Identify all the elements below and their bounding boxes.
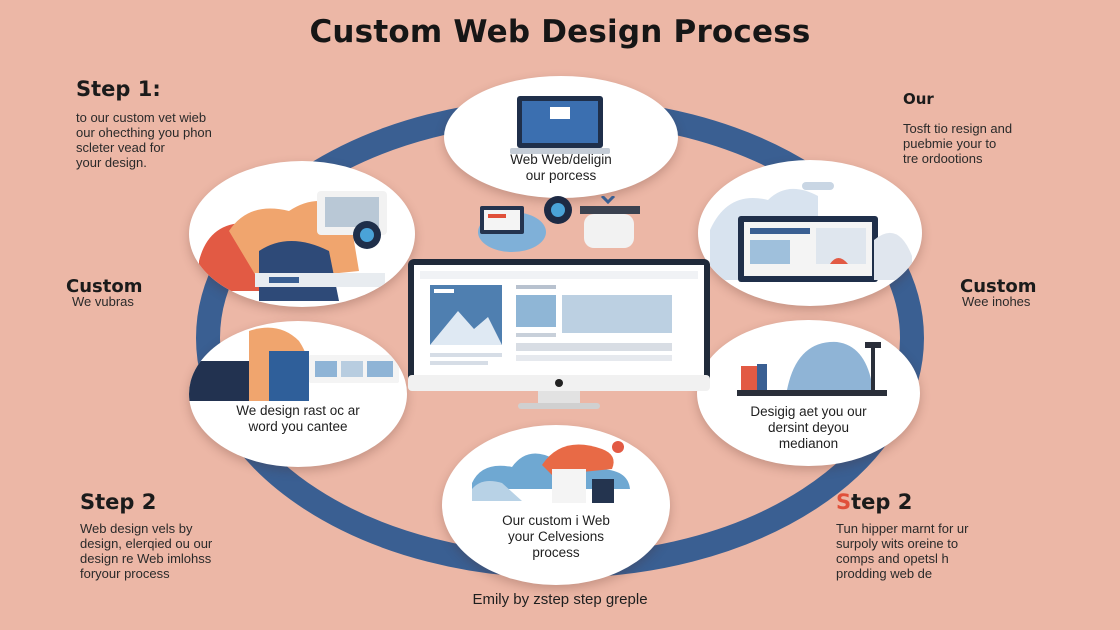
node-bottom-caption-line: your Celvesions: [507, 529, 605, 544]
node-bottom-caption-line: process: [532, 545, 580, 560]
node-top-caption-line: Web Web/deligin: [510, 152, 612, 167]
laptop-icon: [510, 96, 610, 154]
page-title: Custom Web Design Process: [309, 14, 811, 50]
node-upper-left: [189, 161, 415, 307]
footer-caption: Emily by zstep step greple: [472, 591, 648, 608]
step2-right-line: comps and opetsl h: [836, 551, 949, 566]
node-mid-left-caption-line: We design rast oc ar: [236, 403, 360, 418]
desk-illustration-icon: [737, 341, 887, 396]
node-bottom-caption: Our custom i Web your Celvesions process: [442, 513, 670, 561]
custom-left-heading: Custom: [66, 276, 143, 297]
node-bottom: Our custom i Web your Celvesions process: [442, 425, 670, 585]
designer-illustration-icon: [199, 191, 387, 301]
step2-right-line: Tun hipper marnt for ur: [836, 521, 969, 536]
step1-heading: Step 1:: [76, 77, 161, 101]
node-upper-right: [698, 160, 922, 306]
node-bottom-caption-line: Our custom i Web: [502, 513, 610, 528]
central-monitor: [408, 259, 710, 409]
our-description: Tosft tio resign and puebmie your to tre…: [903, 121, 1012, 166]
node-mid-right-caption-line: medianon: [778, 436, 839, 451]
step2-left-line: design re Web imlohss: [80, 551, 212, 566]
custom-left-sub: We vubras: [72, 294, 134, 309]
step2-left-line: design, elerqied ou our: [80, 536, 213, 551]
step2-left-line: Web design vels by: [80, 521, 193, 536]
step2-right-heading-accent: S: [836, 490, 852, 514]
node-mid-right-caption-line: Desigig aet you our: [750, 404, 867, 419]
node-mid-left: We design rast oc ar word you cantee: [189, 321, 407, 467]
node-mid-right-caption-line: dersint deyou: [767, 420, 850, 435]
node-mid-right-caption: Desigig aet you our dersint deyou median…: [697, 404, 920, 452]
step1-line: to our custom vet wieb: [76, 110, 207, 125]
step2-left-heading: Step 2: [80, 490, 157, 514]
node-top-caption: Web Web/deligin our porcess: [444, 152, 678, 184]
our-line: tre ordootions: [903, 151, 983, 166]
step1-line: our ohecthing you phon: [76, 125, 212, 140]
step2-right-heading: Step 2: [836, 490, 912, 514]
step2-right-line: prodding web de: [836, 566, 933, 581]
node-mid-left-caption: We design rast oc ar word you cantee: [189, 403, 407, 435]
custom-right-sub: Wee inohes: [962, 294, 1031, 309]
step1-description: to our custom vet wieb our ohecthing you…: [76, 110, 212, 170]
custom-right-heading: Custom: [960, 276, 1037, 297]
team-illustration-icon: [189, 327, 399, 401]
step1-line: scleter vead for: [76, 140, 165, 155]
our-line: puebmie your to: [903, 136, 997, 151]
monitor-illustration-icon: [710, 182, 912, 282]
camera-cluster-icon: [478, 196, 640, 252]
node-top: Web Web/deligin our porcess: [444, 76, 678, 198]
step2-right-line: surpoly wits oreine to: [836, 536, 959, 551]
cloud-illustration-icon: [472, 441, 630, 503]
node-top-caption-line: our porcess: [525, 168, 597, 183]
step2-left-description: Web design vels by design, elerqied ou o…: [80, 521, 212, 581]
our-heading: Our: [903, 90, 934, 108]
step2-left-line: foryour process: [80, 566, 170, 581]
step2-right-heading-rest: tep 2: [851, 490, 913, 514]
our-line: Tosft tio resign and: [903, 121, 1013, 136]
node-mid-right: Desigig aet you our dersint deyou median…: [697, 320, 920, 466]
step2-right-description: Tun hipper marnt for ur surpoly wits ore…: [836, 521, 968, 581]
step1-line: your design.: [76, 155, 147, 170]
node-mid-left-caption-line: word you cantee: [248, 419, 348, 434]
